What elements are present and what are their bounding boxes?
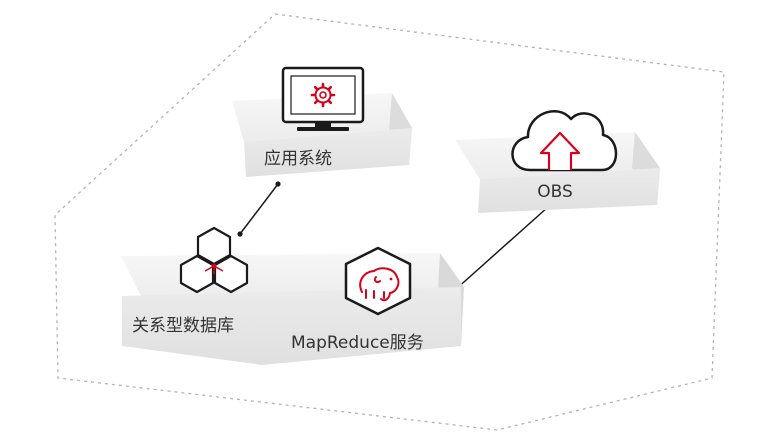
hexagon-red-node	[211, 263, 217, 269]
relational-db-label: 关系型数据库	[132, 316, 234, 336]
obs-label: OBS	[537, 182, 573, 202]
elephant-outline	[359, 267, 400, 302]
hadoop-elephant-icon	[344, 246, 412, 316]
connector-dot	[275, 181, 281, 187]
obs-node: OBS	[455, 109, 660, 213]
edge-obs-to-mapreduce	[454, 206, 549, 291]
app-system-label: 应用系统	[264, 149, 332, 169]
system-boundary	[54, 13, 725, 431]
hexagon-cell	[179, 254, 215, 294]
connector-dot	[237, 231, 243, 237]
hexagon-cell	[213, 254, 249, 294]
monitor-gear-icon	[281, 66, 365, 131]
app-system-node: 应用系统	[232, 66, 412, 177]
edge-app-to-db	[239, 183, 279, 235]
elephant-eye	[389, 277, 393, 281]
gear-icon	[310, 82, 336, 108]
obs-platform-front	[478, 168, 660, 213]
hexagon-cluster-icon	[179, 226, 249, 294]
mapreduce-label: MapReduce服务	[291, 333, 424, 353]
app-platform-front	[244, 128, 412, 177]
cloud-upload-icon	[511, 109, 618, 172]
